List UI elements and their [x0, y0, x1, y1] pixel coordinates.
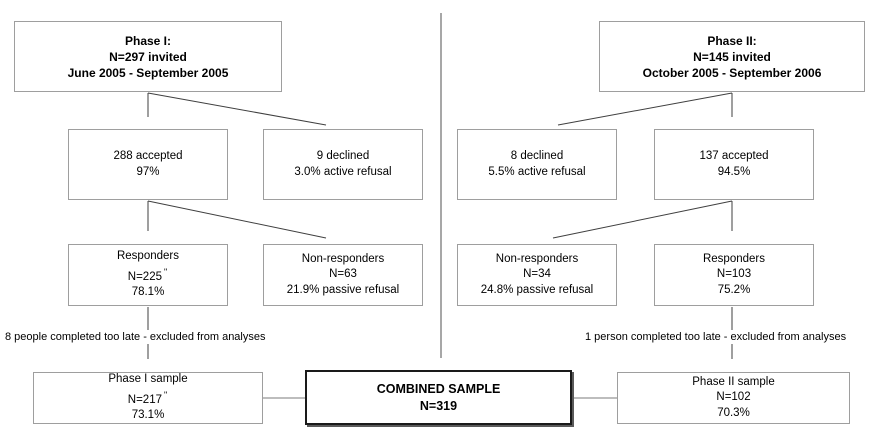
box-line: Non-responders — [301, 252, 385, 265]
phase2-nonresponders-box: Non-responders N=34 24.8% passive refusa… — [457, 244, 617, 306]
phase1-nonresponders-box: Non-responders N=63 21.9% passive refusa… — [263, 244, 423, 306]
phase2-exclusion-note: 1 person completed too late - excluded f… — [585, 330, 847, 344]
arrow-p1-accepted-to-nonresponders — [147, 200, 327, 239]
box-line: N=297 invited — [109, 49, 187, 64]
box-line: 73.1% — [131, 409, 165, 422]
box-line: N=34 — [523, 268, 551, 281]
n-value: N=217 — [127, 393, 162, 406]
box-line: 5.5% active refusal — [488, 165, 586, 178]
box-line: Phase I sample — [108, 373, 188, 386]
box-line: 8 declined — [510, 150, 564, 162]
box-line: 288 accepted — [113, 150, 183, 162]
box-line: Phase II: — [707, 33, 757, 48]
arrow-p1-header-to-declined — [147, 92, 327, 126]
phase1-header-box: Phase I: N=297 invited June 2005 - Septe… — [14, 21, 282, 92]
box-line: Phase II sample — [692, 375, 775, 388]
phase1-declined-box: 9 declined 3.0% active refusal — [263, 129, 423, 200]
box-line: N=102 — [716, 391, 751, 404]
phase2-declined-box: 8 declined 5.5% active refusal — [457, 129, 617, 200]
box-line: June 2005 - September 2005 — [67, 65, 229, 80]
box-line: 137 accepted — [699, 150, 769, 162]
box-line: 97% — [136, 165, 160, 178]
box-line: N=319 — [419, 398, 458, 413]
phase2-sample-box: Phase II sample N=102 70.3% — [617, 372, 850, 424]
phase1-accepted-box: 288 accepted 97% — [68, 129, 228, 200]
box-line: 24.8% passive refusal — [480, 283, 594, 296]
footnote-mark: " — [164, 389, 169, 400]
arrow-p2-header-to-declined — [557, 92, 733, 126]
box-line: 75.2% — [717, 283, 751, 296]
box-line: 78.1% — [131, 286, 165, 299]
n-value: N=225 — [127, 270, 162, 283]
box-line: COMBINED SAMPLE — [376, 381, 501, 396]
phase1-responders-box: Responders N=225" 78.1% — [68, 244, 228, 306]
box-line: N=145 invited — [693, 49, 771, 64]
box-line: 3.0% active refusal — [294, 165, 392, 178]
phase1-exclusion-note: 8 people completed too late - excluded f… — [5, 330, 266, 344]
combined-sample-box: COMBINED SAMPLE N=319 — [305, 370, 572, 425]
box-line: Non-responders — [495, 252, 579, 265]
footnote-mark: " — [164, 266, 169, 277]
box-line: 70.3% — [717, 406, 750, 419]
box-line: October 2005 - September 2006 — [642, 65, 822, 80]
phase2-header-box: Phase II: N=145 invited October 2005 - S… — [599, 21, 865, 92]
arrow-p2-accepted-to-nonresponders — [552, 200, 733, 239]
box-line: Responders — [702, 252, 765, 265]
box-line: N=217" — [128, 388, 168, 408]
box-line: N=63 — [329, 268, 357, 281]
box-line: 9 declined — [316, 150, 370, 162]
phase1-sample-box: Phase I sample N=217" 73.1% — [33, 372, 263, 424]
box-line: 21.9% passive refusal — [286, 283, 400, 296]
phase2-accepted-box: 137 accepted 94.5% — [654, 129, 814, 200]
phase2-responders-box: Responders N=103 75.2% — [654, 244, 814, 306]
box-line: Responders — [116, 250, 179, 263]
box-line: Phase I: — [124, 33, 172, 48]
box-line: N=103 — [716, 268, 752, 281]
box-line: N=225" — [128, 265, 168, 285]
box-line: 94.5% — [717, 165, 751, 178]
